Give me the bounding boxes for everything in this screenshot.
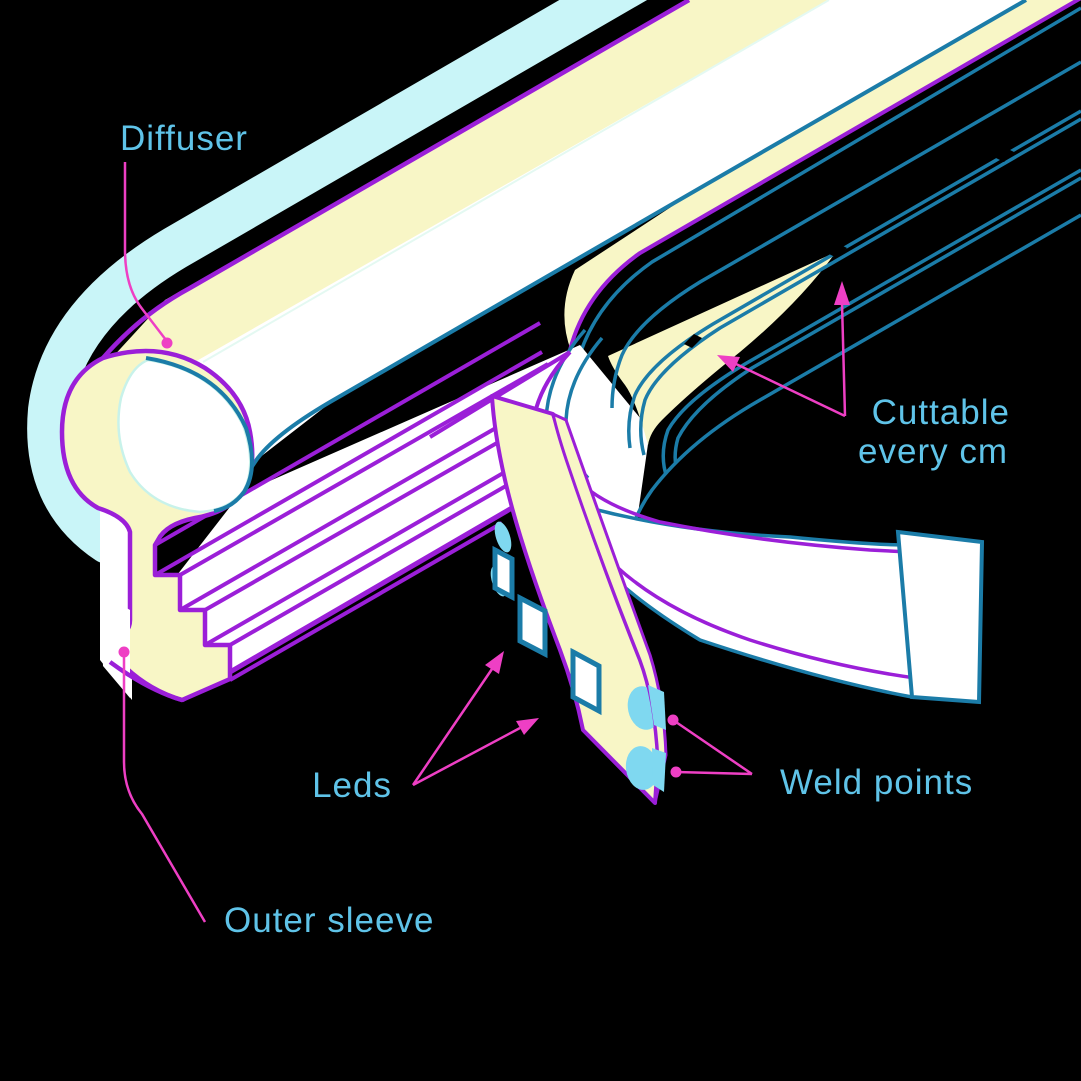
sleeve-end-face xyxy=(895,529,985,705)
leds-arrow-icon xyxy=(485,651,504,674)
diffuser-band-edge xyxy=(202,0,830,363)
cuttable-arrow-icon xyxy=(834,281,850,305)
sleeve-lower-edge xyxy=(578,6,1081,355)
weld-edge-stripe xyxy=(648,685,666,730)
sleeve-grooves xyxy=(154,321,549,682)
weld-leader-lines xyxy=(672,718,753,776)
weld-point xyxy=(625,746,659,790)
groove-line xyxy=(154,350,543,577)
weld-edge-stripe xyxy=(652,748,666,792)
leds-arrow-icon xyxy=(516,718,539,735)
groove-line xyxy=(179,362,549,577)
length-line xyxy=(661,168,1081,479)
diffuser-leader-dot xyxy=(161,337,173,349)
cut-mark xyxy=(684,334,702,348)
weld-leader-dot xyxy=(667,714,679,726)
groove-line xyxy=(204,422,531,612)
led-chip xyxy=(517,593,548,659)
led-strip xyxy=(490,394,668,805)
bend-top-face xyxy=(608,60,1081,484)
annotations: Diffuser Cuttable every cm Leds Weld poi… xyxy=(118,119,1010,940)
cuttable-arrow-icon xyxy=(717,355,740,372)
cuttable-leader-lines xyxy=(735,302,847,418)
led-chip xyxy=(570,647,602,716)
leds-label: Leds xyxy=(312,766,392,805)
cross-section xyxy=(59,348,255,703)
cut-marks xyxy=(684,148,1014,348)
cuttable-label-line2: every cm xyxy=(858,432,1008,471)
outer-sleeve-leader-dot xyxy=(118,646,130,658)
groove-line xyxy=(204,466,513,647)
weld-leader-dot xyxy=(670,766,682,778)
led-chip xyxy=(492,545,515,602)
diffuser-bore-edge xyxy=(145,356,255,513)
sleeve-bottom-outline xyxy=(180,477,562,703)
outer-sleeve-label: Outer sleeve xyxy=(224,901,434,940)
weld-points-label: Weld points xyxy=(780,763,973,802)
groove-line xyxy=(179,411,523,612)
outer-sleeve-leader-line xyxy=(122,654,207,923)
cut-line-lower xyxy=(639,117,1081,456)
cuttable-label-line1: Cuttable xyxy=(872,393,1010,432)
diffuser-label: Diffuser xyxy=(120,119,248,158)
diffuser-leader-line xyxy=(123,162,167,341)
length-line xyxy=(610,60,1081,409)
led-strip-edge xyxy=(550,411,668,804)
weld-point xyxy=(494,521,512,553)
groove-line xyxy=(229,477,519,647)
sleeve-top-wall xyxy=(110,0,829,365)
cut-mark xyxy=(996,148,1014,162)
cut-mark xyxy=(829,244,847,258)
groove-line xyxy=(229,521,503,682)
leds-leader-lines xyxy=(411,668,521,787)
bend-yellow-wall xyxy=(608,252,836,445)
sleeve-lower-outline xyxy=(568,0,1081,351)
sleeve-foot-outline xyxy=(108,660,183,703)
diffuser-band xyxy=(193,0,1026,465)
